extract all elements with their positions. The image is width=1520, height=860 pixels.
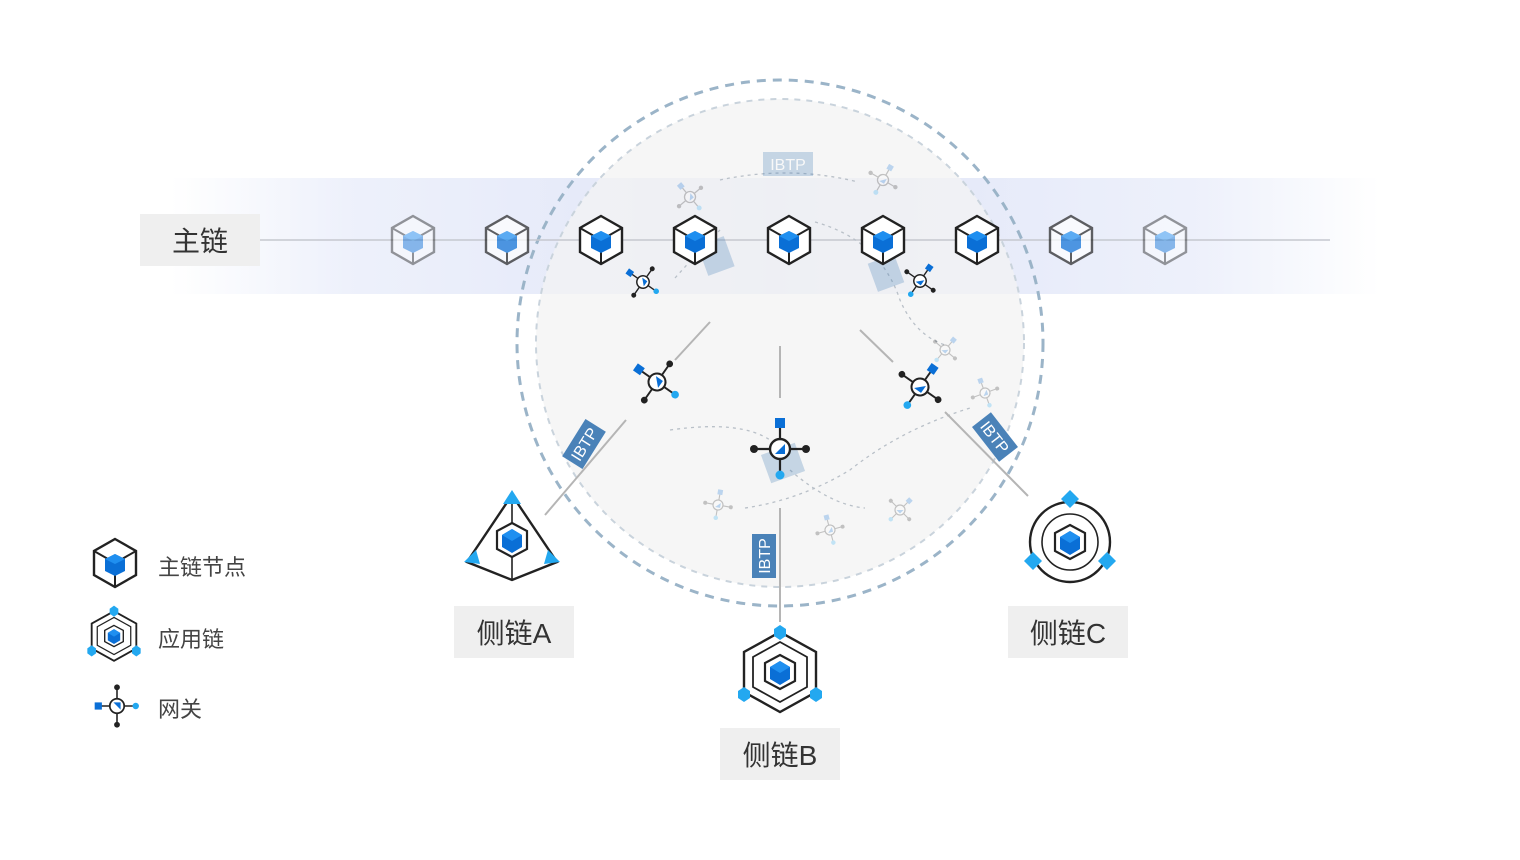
main-chain-node (954, 214, 1000, 266)
main-chain-node (766, 214, 812, 266)
hexagon-app-chain-icon (738, 625, 822, 714)
app-chain-icon (87, 605, 141, 662)
legend-gateway-label: 网关 (158, 697, 203, 722)
svg-text:IBTP: IBTP (757, 538, 774, 574)
main-chain-node (860, 214, 906, 266)
main-chain-node (578, 214, 624, 266)
main-chain-node (672, 214, 718, 266)
side-chain-c-label: 侧链C (1008, 606, 1128, 658)
inner-disc (535, 98, 1025, 588)
connector-lines (544, 321, 1029, 622)
main-chain-node (390, 214, 436, 266)
svg-text:IBTP: IBTP (770, 157, 806, 174)
circle-app-chain-icon (1024, 490, 1116, 584)
main-chain-label: 主链 (140, 214, 260, 266)
legend-main-node-label: 主链节点 (158, 555, 247, 580)
side-chain-b-label: 侧链B (720, 728, 840, 780)
triangle-app-chain-icon (464, 490, 560, 582)
gateway-icon (93, 683, 140, 729)
cube-node-icon (92, 537, 138, 589)
main-chain-node (1142, 214, 1188, 266)
ibtp-tag-b: IBTP (752, 534, 776, 578)
main-chain-nodes (390, 214, 1188, 266)
outer-ring (515, 78, 1045, 608)
legend-app-chain-label: 应用链 (158, 627, 225, 652)
main-chain-node (1048, 214, 1094, 266)
main-chain-node (484, 214, 530, 266)
side-chain-a-label: 侧链A (454, 606, 574, 658)
